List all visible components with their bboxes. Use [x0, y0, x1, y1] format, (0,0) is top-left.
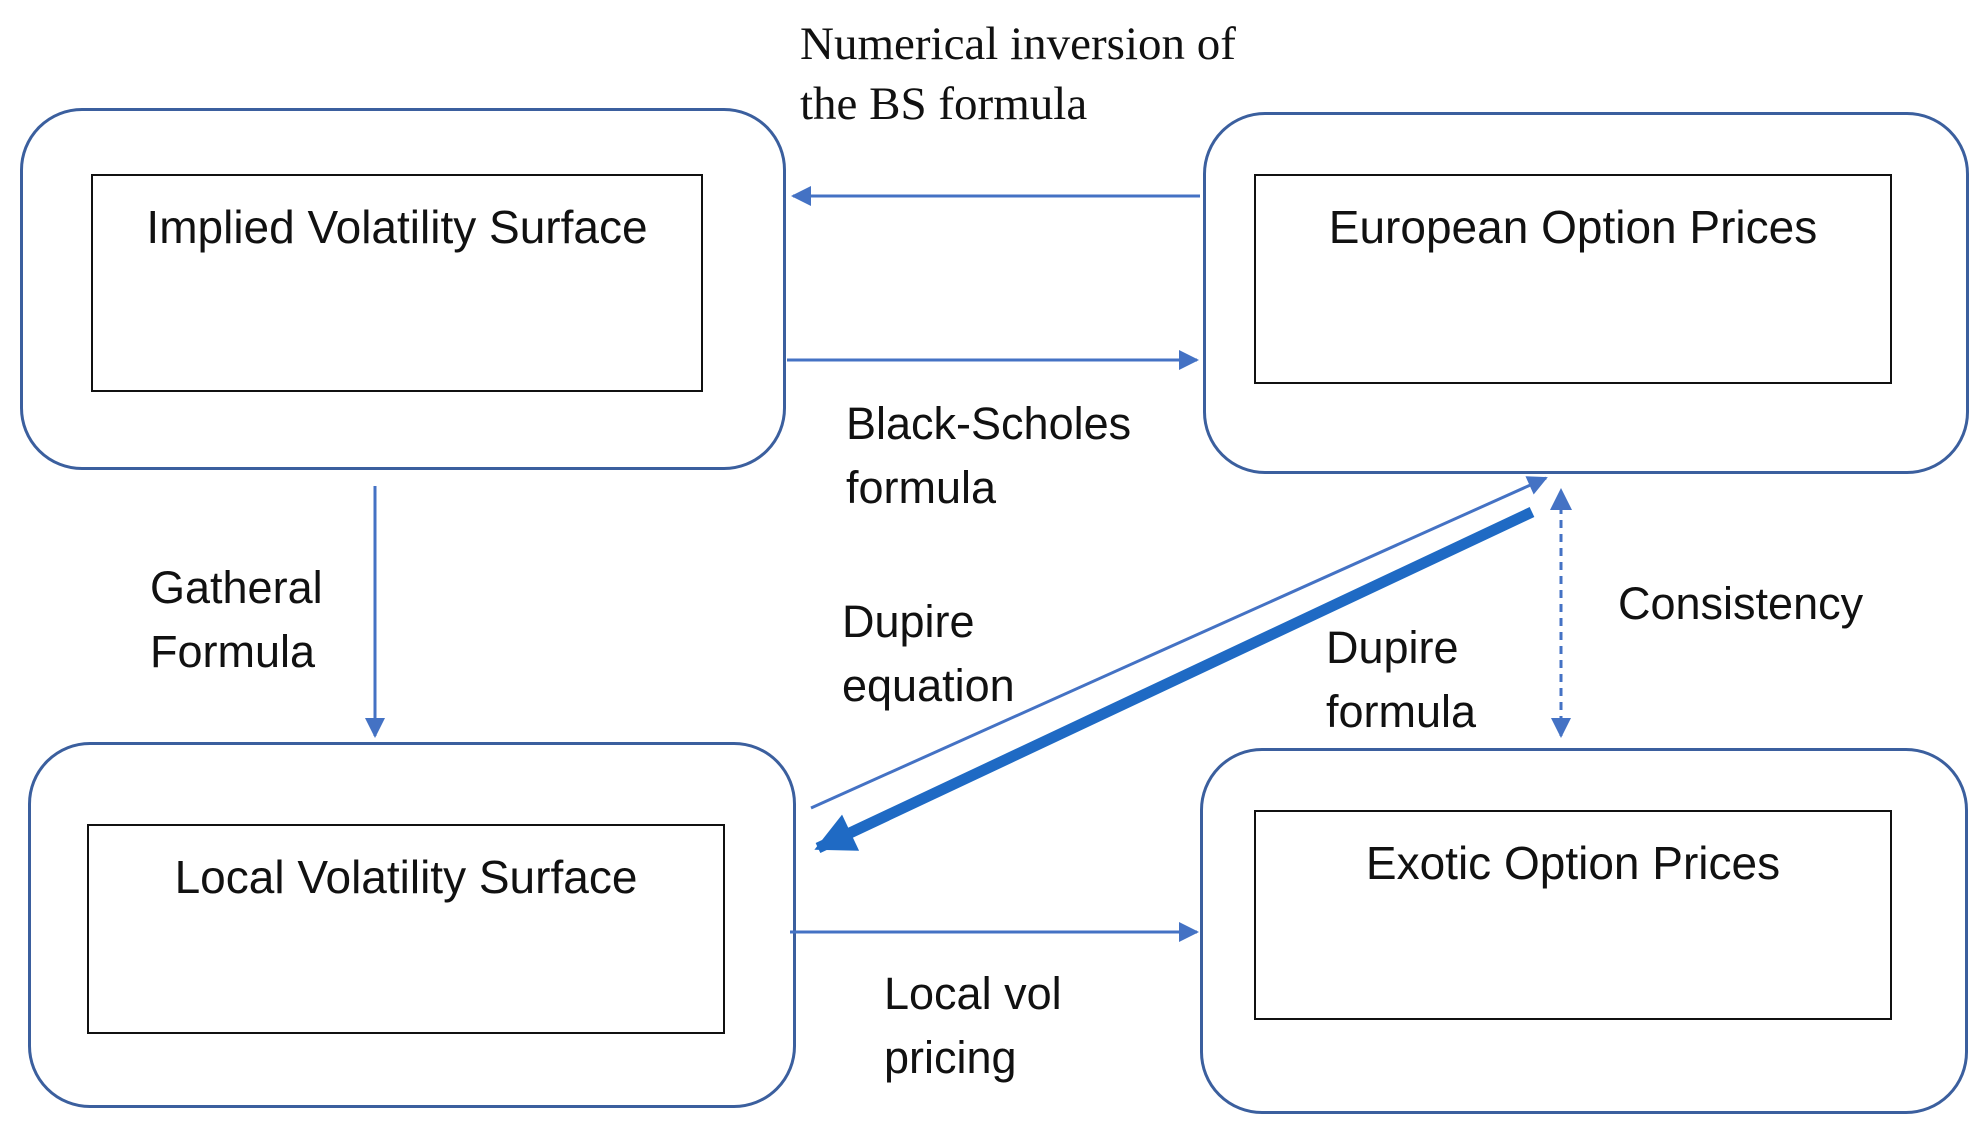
label-black-scholes: Black-Scholes formula	[846, 398, 1132, 513]
label-local-vol-pricing: Local vol pricing	[884, 968, 1062, 1083]
arrow-dupire-equation	[810, 476, 1548, 810]
exotic-option-box: Exotic Option Prices	[1254, 810, 1892, 1020]
label-consistency: Consistency	[1618, 578, 1864, 629]
implied-volatility-box: Implied Volatility Surface	[91, 174, 703, 392]
european-option-box: European Option Prices	[1254, 174, 1892, 384]
arrow-consistency-top-head	[1550, 488, 1572, 510]
label-numerical-inversion: Numerical inversion of the BS formula	[800, 18, 1236, 130]
arrow-dupire-formula	[814, 507, 1535, 853]
label-dupire-equation: Dupire equation	[842, 596, 1015, 711]
label-dupire-formula: Dupire formula	[1326, 622, 1477, 737]
label-gatheral: Gatheral Formula	[150, 562, 323, 677]
local-volatility-box: Local Volatility Surface	[87, 824, 725, 1034]
